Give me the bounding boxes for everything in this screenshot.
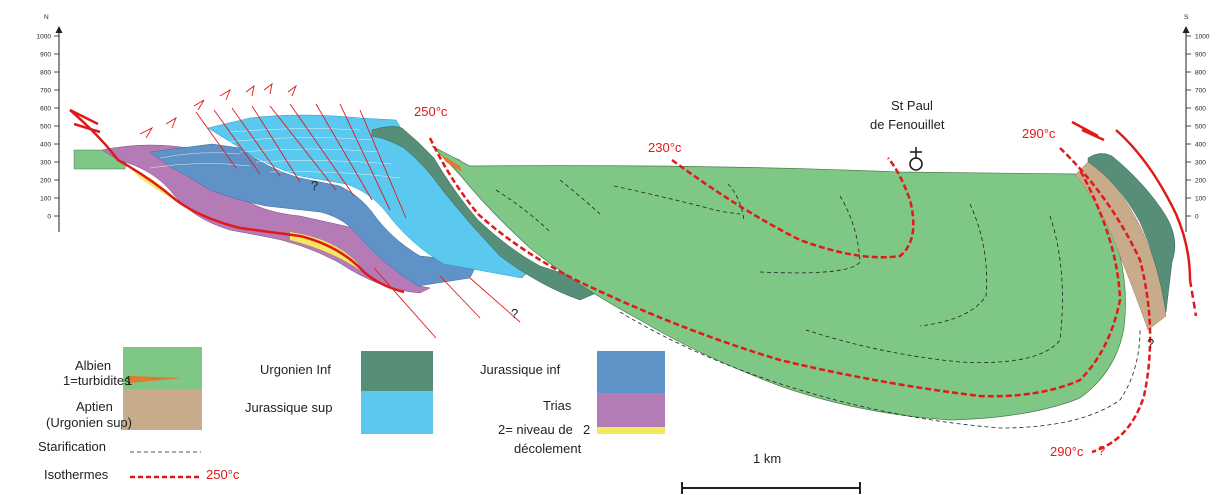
axis-tick-label: 700 xyxy=(1195,87,1206,94)
church-symbol xyxy=(909,147,923,171)
axis-tick-label: 100 xyxy=(40,195,51,202)
axis-tick-label: 300 xyxy=(40,159,51,166)
axis-tick-label: 200 xyxy=(40,177,51,184)
axis-tick-label: 500 xyxy=(1195,123,1206,130)
south-thrust xyxy=(1115,129,1192,281)
legend: Albien 1=turbidites 1 Aptien (Urgonien s… xyxy=(38,347,665,482)
legend-label-jurassique-inf: Jurassique inf xyxy=(480,362,561,377)
decollement-right xyxy=(290,232,361,270)
legend-label-niveau-1: 2= niveau de xyxy=(498,422,573,437)
legend-label-niveau-2: décolement xyxy=(514,441,582,456)
axis-tick-label: 400 xyxy=(1195,141,1206,148)
jurassique-inf-layer xyxy=(149,143,479,287)
legend-swatch-aptien xyxy=(123,389,202,430)
question-mark-upper: ? xyxy=(311,178,318,193)
town-label-line1: St Paul xyxy=(891,98,933,113)
legend-label-niveau-num: 2 xyxy=(583,422,590,437)
urgonien-inf-right-layer xyxy=(1087,153,1176,313)
axis-tick-label: 0 xyxy=(47,213,51,220)
legend-swatch-urgonien-inf xyxy=(361,351,433,391)
isotherms xyxy=(428,137,1152,454)
axis-tick-label: 1000 xyxy=(1195,33,1210,40)
scale-label: 1 km xyxy=(753,451,781,466)
legend-swatch-jurassique-inf xyxy=(597,351,665,393)
isotherm-230-label: 230°c xyxy=(648,140,682,155)
axis-tick-label: 700 xyxy=(40,87,51,94)
axis-tick-label: 200 xyxy=(1195,177,1206,184)
thrust-faults xyxy=(195,103,521,339)
legend-label-isothermes: Isothermes xyxy=(44,467,109,482)
question-mark-red: ? xyxy=(1098,443,1105,458)
axis-tick-label: 600 xyxy=(40,105,51,112)
north-thrust-arrow xyxy=(69,108,101,134)
legend-label-aptien: Aptien xyxy=(76,399,113,414)
legend-label-urgonien-sup: (Urgonien sup) xyxy=(46,415,132,430)
question-mark-right: ? xyxy=(1147,336,1154,351)
axis-tick-label: 900 xyxy=(40,51,51,58)
town-label-line2: de Fenouillet xyxy=(870,117,945,132)
legend-label-trias: Trias xyxy=(543,398,572,413)
legend-swatch-turbidites xyxy=(130,376,182,383)
stratification-lines xyxy=(495,179,1141,429)
isotherm-290-bottom-label: 290°c xyxy=(1050,444,1084,459)
north-label: N xyxy=(44,14,49,21)
turbidites-wedge xyxy=(440,154,462,172)
south-label: S xyxy=(1184,14,1189,21)
legend-swatch-jurassique-sup xyxy=(361,391,433,434)
legend-label-urgonien-inf: Urgonien Inf xyxy=(260,362,331,377)
scale-bar: 1 km xyxy=(681,451,861,494)
axis-tick-label: 0 xyxy=(1195,213,1199,220)
legend-swatch-trias xyxy=(597,393,665,427)
fault-arrows xyxy=(139,82,298,139)
axis-tick-label: 1000 xyxy=(37,33,52,40)
axis-tick-label: 100 xyxy=(1195,195,1206,202)
axis-tick-label: 900 xyxy=(1195,51,1206,58)
legend-swatch-decollement xyxy=(597,427,665,434)
aptien-right-layer xyxy=(1075,159,1167,331)
albien-main-layer xyxy=(431,145,1126,421)
legend-label-isotherme-value: 250°c xyxy=(206,467,240,482)
legend-label-turbidites: 1=turbidites xyxy=(63,373,131,388)
question-mark-lower: ? xyxy=(511,306,518,321)
legend-label-jurassique-sup: Jurassique sup xyxy=(245,400,332,415)
axis-tick-label: 800 xyxy=(40,69,51,76)
isotherm-290-top-label: 290°c xyxy=(1022,126,1056,141)
axis-tick-label: 400 xyxy=(40,141,51,148)
isotherm-250-label: 250°c xyxy=(414,104,448,119)
legend-label-stratification: Starification xyxy=(38,439,106,454)
legend-label-albien: Albien xyxy=(75,358,111,373)
basal-thrust xyxy=(69,109,405,294)
legend-label-turb-num: 1 xyxy=(125,373,132,388)
south-thrust-arrow xyxy=(1071,120,1105,142)
axis-tick-label: 300 xyxy=(1195,159,1206,166)
urgonien-inf-layer xyxy=(371,126,609,301)
axis-tick-label: 500 xyxy=(40,123,51,130)
legend-swatch-albien xyxy=(123,347,202,389)
axis-tick-label: 800 xyxy=(1195,69,1206,76)
south-thrust-dashed xyxy=(1188,279,1198,317)
axis-tick-label: 600 xyxy=(1195,105,1206,112)
